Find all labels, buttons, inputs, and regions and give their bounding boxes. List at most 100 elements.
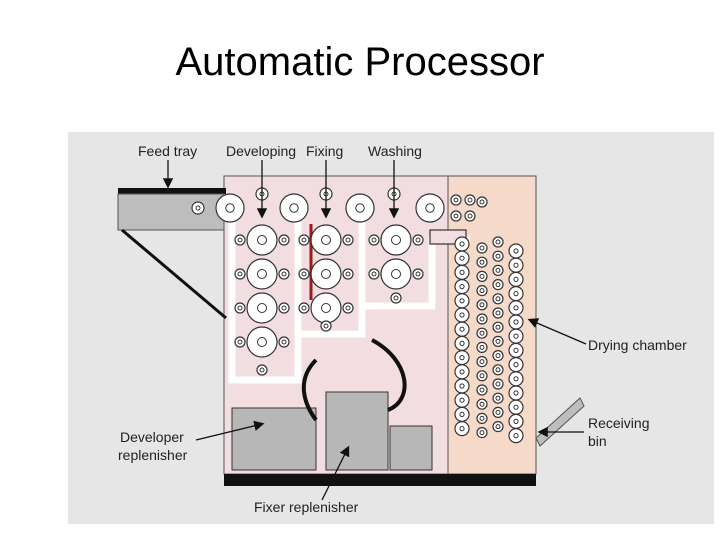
roller-icon xyxy=(450,210,462,222)
feed-tray-platform xyxy=(117,193,225,231)
roller-icon xyxy=(454,321,470,337)
roller-icon xyxy=(191,201,205,215)
roller-icon xyxy=(342,268,354,280)
roller-icon xyxy=(454,421,470,437)
roller-icon xyxy=(298,268,310,280)
roller-icon xyxy=(256,364,268,376)
roller-icon xyxy=(508,399,524,415)
roller-icon xyxy=(476,370,488,382)
roller-icon xyxy=(454,406,470,422)
arrow-developer-replenisher xyxy=(195,420,265,441)
roller-icon xyxy=(412,234,424,246)
roller-icon xyxy=(454,392,470,408)
developer-hose xyxy=(301,358,318,422)
roller-icon xyxy=(278,336,290,348)
roller-icon xyxy=(492,364,504,376)
roller-icon xyxy=(454,378,470,394)
roller-icon xyxy=(492,250,504,262)
roller-icon xyxy=(454,293,470,309)
roller-icon xyxy=(492,307,504,319)
roller-icon xyxy=(492,279,504,291)
roller-icon xyxy=(278,234,290,246)
feed-tray xyxy=(118,188,226,194)
roller-icon xyxy=(342,234,354,246)
roller-icon xyxy=(508,357,524,373)
roller-icon xyxy=(492,293,504,305)
roller-icon xyxy=(492,350,504,362)
roller-icon xyxy=(246,292,278,324)
roller-icon xyxy=(476,242,488,254)
roller-icon xyxy=(454,250,470,266)
roller-icon xyxy=(298,302,310,314)
arrow-fixer-replenisher xyxy=(321,445,350,501)
roller-icon xyxy=(476,412,488,424)
roller-icon xyxy=(508,286,524,302)
roller-icon xyxy=(508,413,524,429)
roller-icon xyxy=(278,302,290,314)
roller-icon xyxy=(454,264,470,280)
roller-icon xyxy=(476,299,488,311)
roller-icon xyxy=(476,398,488,410)
roller-icon xyxy=(492,406,504,418)
roller-icon xyxy=(476,384,488,396)
roller-icon xyxy=(508,385,524,401)
roller-icon xyxy=(278,268,290,280)
roller-icon xyxy=(476,327,488,339)
roller-icon xyxy=(345,193,375,223)
label-receiving-bin-line1: Receiving xyxy=(588,415,649,431)
roller-icon xyxy=(298,234,310,246)
label-developer-replenisher-line1: Developer xyxy=(120,429,184,445)
roller-icon xyxy=(508,257,524,273)
roller-icon xyxy=(454,236,470,252)
roller-icon xyxy=(508,314,524,330)
label-fixing: Fixing xyxy=(306,143,343,159)
developer-replenisher-tank xyxy=(231,407,317,471)
roller-icon xyxy=(508,300,524,316)
roller-icon xyxy=(246,258,278,290)
roller-icon xyxy=(508,271,524,287)
roller-icon xyxy=(310,258,342,290)
base-plate xyxy=(224,474,536,486)
label-feed-tray: Feed tray xyxy=(138,143,197,159)
roller-icon xyxy=(464,194,476,206)
feed-tray-support xyxy=(121,228,227,320)
roller-icon xyxy=(450,194,462,206)
roller-icon xyxy=(310,224,342,256)
roller-icon xyxy=(492,335,504,347)
arrow-drying-chamber xyxy=(527,318,587,345)
roller-icon xyxy=(508,243,524,259)
roller-icon xyxy=(454,279,470,295)
roller-icon xyxy=(492,392,504,404)
roller-icon xyxy=(368,234,380,246)
roller-icon xyxy=(234,302,246,314)
roller-icon xyxy=(492,321,504,333)
roller-icon xyxy=(368,268,380,280)
label-developing: Developing xyxy=(226,143,296,159)
roller-icon xyxy=(454,335,470,351)
roller-icon xyxy=(476,270,488,282)
roller-icon xyxy=(476,256,488,268)
roller-icon xyxy=(476,427,488,439)
receiving-bin xyxy=(535,397,585,447)
roller-icon xyxy=(492,378,504,390)
roller-icon xyxy=(380,258,412,290)
slide-title: Automatic Processor xyxy=(175,40,545,84)
roller-icon xyxy=(476,341,488,353)
roller-icon xyxy=(310,292,342,324)
roller-icon xyxy=(492,421,504,433)
roller-icon xyxy=(464,210,476,222)
label-drying-chamber: Drying chamber xyxy=(588,337,687,353)
roller-icon xyxy=(476,356,488,368)
roller-icon xyxy=(454,307,470,323)
fixer-hose xyxy=(371,338,407,412)
roller-group xyxy=(191,187,524,444)
roller-icon xyxy=(508,328,524,344)
roller-icon xyxy=(508,428,524,444)
roller-icon xyxy=(246,224,278,256)
fixer-replenisher-tank xyxy=(325,391,389,471)
label-receiving-bin-line2: bin xyxy=(588,433,607,449)
label-washing: Washing xyxy=(368,143,422,159)
roller-icon xyxy=(234,234,246,246)
roller-icon xyxy=(454,364,470,380)
